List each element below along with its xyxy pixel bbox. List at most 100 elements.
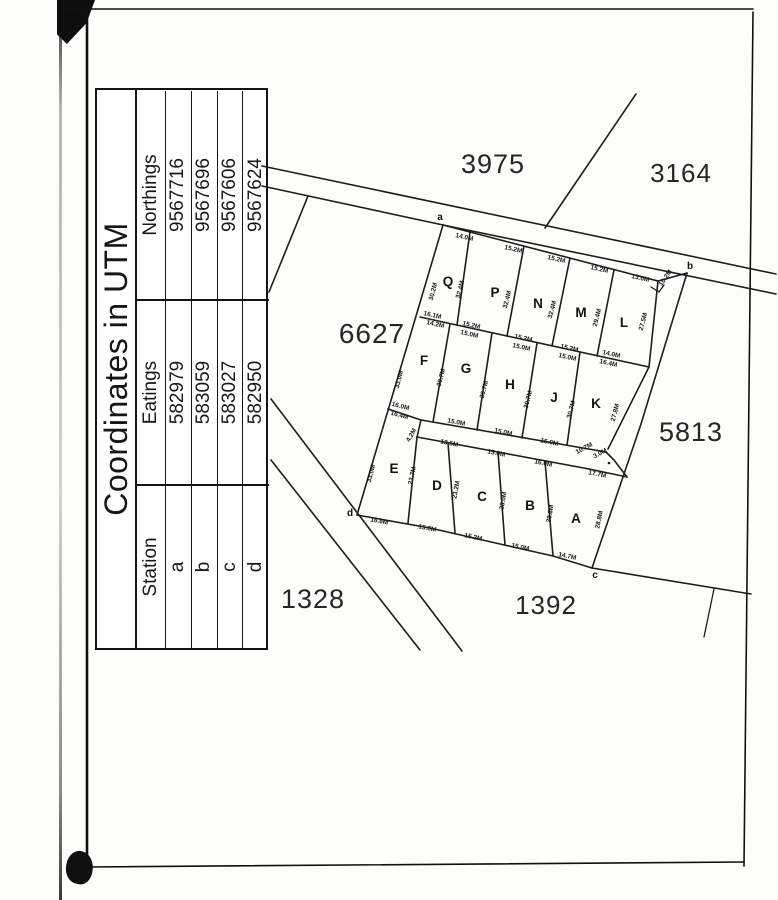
dim-label: 15.3M (464, 532, 483, 543)
dim-label: 15.2M (504, 244, 523, 255)
parcel-f-bottom-line (387, 408, 422, 421)
divider-m-l (596, 269, 615, 357)
dim-label: 15.6M (418, 523, 437, 533)
dim-label: 16.0M (534, 458, 553, 468)
corner-hook-mark (650, 284, 665, 293)
block-left-edge (356, 224, 444, 516)
dim-label: 28.8M (594, 510, 605, 529)
dim-label: 15.0M (447, 417, 466, 427)
dim-label: 29.4M (592, 308, 603, 327)
dim-label: 17.7M (588, 469, 607, 479)
dim-label: 15.2M (590, 264, 609, 275)
dim-label: 23.7M (407, 466, 418, 485)
divider-p-n (506, 245, 525, 337)
road-southwest-lower-line (270, 459, 421, 651)
dim-label: 16.4M (599, 358, 618, 369)
road-strip-upper-line (420, 419, 607, 453)
corner-label-b: b (687, 261, 693, 272)
block-right-edge (591, 272, 688, 569)
road-southwest-upper-line (270, 398, 463, 652)
dim-label: 23.0M (499, 491, 509, 510)
divider-b-a (544, 460, 554, 557)
boundary-west-spur (268, 195, 309, 293)
dim-label: 15.0M (494, 427, 513, 437)
dim-label: 30.2M (428, 282, 439, 301)
divider-j-k (566, 351, 581, 446)
region-number-east: 5813 (659, 417, 723, 447)
parcel-a-top-line (588, 468, 628, 478)
road-southeast-line (591, 567, 752, 595)
parcel-label-q: Q (443, 274, 454, 289)
dim-label: 33.0M (366, 464, 377, 483)
dim-label: 30.7M (479, 380, 490, 399)
dim-label: 13.0M (631, 273, 650, 284)
divider-e-d (407, 436, 418, 524)
dim-label: 23.2M (452, 480, 462, 499)
parcel-label-g: G (461, 361, 472, 376)
dim-label: 3.0M (592, 447, 608, 460)
parcel-label-j: J (550, 390, 558, 405)
dim-label: 14.0M (602, 349, 621, 360)
parcel-label-d: D (432, 478, 442, 493)
dim-label: 27.8M (610, 403, 621, 422)
dim-label: 15.2M (514, 333, 533, 344)
road-top-lower-line (261, 185, 777, 295)
dim-label: 30.7M (566, 400, 577, 419)
dim-label: 15.2M (462, 320, 481, 331)
dim-label: 33.0M (394, 370, 405, 389)
divider-c-b (497, 451, 506, 546)
dim-label: 15.0M (512, 342, 531, 353)
parcel-label-b: B (525, 498, 535, 513)
region-number-top: 3975 (461, 149, 525, 179)
region-number-southwest: 1328 (281, 584, 345, 614)
region-number-west: 6627 (339, 318, 405, 349)
dim-label: 32.4M (547, 300, 558, 319)
parcel-label-m: M (575, 305, 586, 320)
boundary-3975-3164 (544, 93, 637, 229)
parcel-label-c: C (477, 489, 487, 504)
parcel-label-p: P (490, 285, 499, 300)
parcel-label-k: K (591, 396, 601, 411)
parcel-label-a: A (571, 511, 581, 526)
dim-label: 10.7M (575, 441, 594, 456)
dim-label: 28.8M (546, 504, 556, 523)
divider-n-m (551, 257, 571, 347)
dim-label: 30.7M (436, 368, 447, 387)
scan-paper-edge (59, 0, 62, 900)
survey-dot (607, 461, 611, 465)
dimension-labels: 14.0M 15.2M 15.2M 15.2M 13.0M 10.2M 30.2… (366, 232, 674, 562)
divider-d-c (447, 442, 456, 534)
dim-label: 16.6M (370, 517, 389, 527)
dim-label: 15.0M (511, 542, 530, 553)
divider-f-g (432, 323, 451, 423)
dim-label: 10.2M (658, 269, 674, 288)
dim-label: 15.0M (487, 448, 506, 458)
dim-label: 16.4M (390, 410, 409, 421)
dim-label: 14.2M (426, 319, 445, 330)
dim-label: 16.0M (391, 401, 410, 412)
row-line-top (419, 316, 650, 368)
road-strip-lower-line (416, 436, 590, 470)
sheet-border-right (743, 11, 754, 867)
dim-label: 13.5M (440, 438, 459, 448)
parcel-label-l: L (620, 315, 628, 330)
parcel-label-e: E (389, 461, 398, 476)
dim-label: 30.7M (523, 390, 534, 409)
region-number-top-right: 3164 (650, 158, 712, 188)
dim-label: 16.1M (423, 310, 442, 321)
dim-label: 32.4M (455, 280, 466, 299)
corner-label-d: d (347, 508, 353, 519)
block-bottom-edge (356, 514, 593, 569)
dim-label: 32.4M (502, 290, 513, 309)
dim-label: 14.0M (455, 232, 474, 243)
dim-label: 15.2M (547, 254, 566, 265)
dim-label: 27.5M (638, 312, 649, 331)
road-top-upper-line (261, 165, 777, 275)
divider-g-h (476, 332, 493, 431)
dim-label: 15.0M (540, 437, 559, 447)
divider-q-p (456, 231, 471, 326)
dim-label: 15.0M (558, 352, 577, 363)
sheet-border-bottom (86, 861, 745, 868)
